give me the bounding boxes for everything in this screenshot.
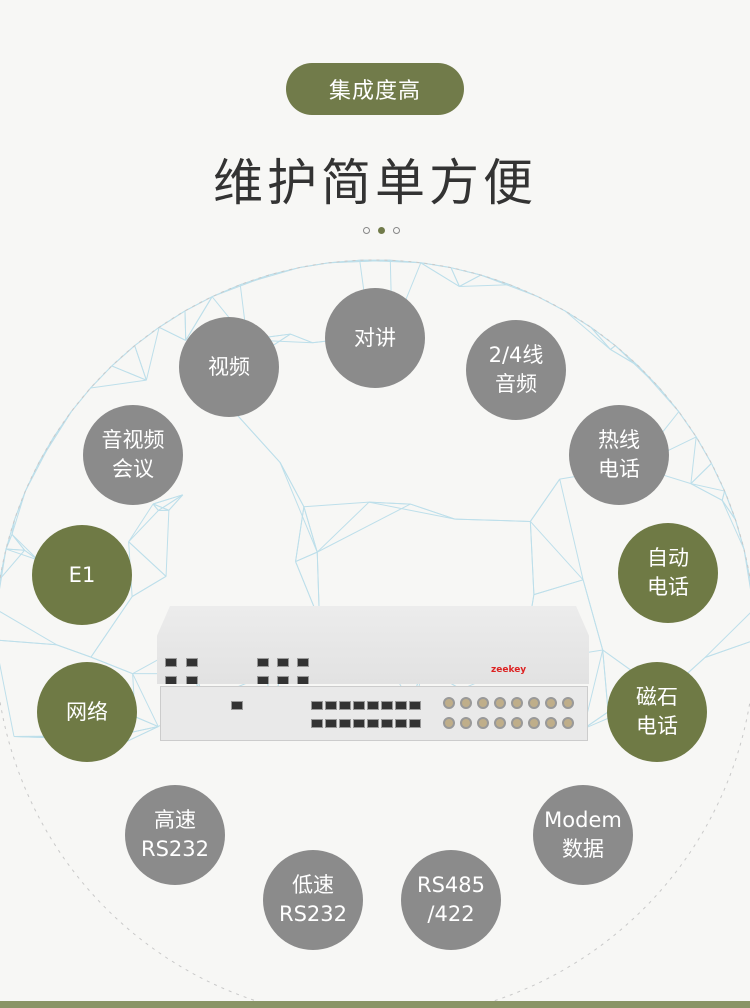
- rj45-port-icon: [353, 701, 365, 710]
- feature-bubble: 热线 电话: [569, 405, 669, 505]
- feature-bubble: E1: [32, 525, 132, 625]
- feature-bubble: 自动 电话: [618, 523, 718, 623]
- feature-bubble: 低速 RS232: [263, 850, 363, 950]
- bnc-connector-icon: [545, 717, 557, 729]
- badge: 集成度高: [286, 63, 464, 115]
- rj45-port-icon: [277, 658, 289, 667]
- device-logo: zeekey: [491, 665, 527, 675]
- rj45-port-icon: [311, 701, 323, 710]
- feature-bubble: 视频: [179, 317, 279, 417]
- pagination-dot[interactable]: [393, 227, 400, 234]
- bnc-connector-icon: [528, 697, 540, 709]
- rj45-port-icon: [339, 701, 351, 710]
- rj45-port-icon: [297, 658, 309, 667]
- bottom-strip: [0, 1001, 750, 1008]
- bnc-connector-icon: [511, 697, 523, 709]
- rj45-port-icon: [409, 701, 421, 710]
- bnc-connector-icon: [494, 717, 506, 729]
- rj45-port-icon: [186, 658, 198, 667]
- rj45-port-icon: [165, 658, 177, 667]
- rj45-port-icon: [395, 701, 407, 710]
- bnc-connector-icon: [443, 697, 455, 709]
- bnc-connector-icon: [562, 697, 574, 709]
- feature-bubble: 对讲: [325, 288, 425, 388]
- feature-bubble: 磁石 电话: [607, 662, 707, 762]
- bnc-connector-icon: [477, 697, 489, 709]
- pagination-dot-active[interactable]: [378, 227, 385, 234]
- bnc-connector-icon: [460, 697, 472, 709]
- bnc-connector-icon: [443, 717, 455, 729]
- rj45-port-icon: [381, 701, 393, 710]
- page-title: 维护简单方便: [213, 154, 537, 212]
- device-chassis-bottom: [160, 686, 588, 741]
- pagination-dot[interactable]: [363, 227, 370, 234]
- rj45-port-icon: [186, 676, 198, 684]
- bnc-connector-icon: [528, 717, 540, 729]
- feature-bubble: RS485 /422: [401, 850, 501, 950]
- rj45-port-icon: [277, 676, 289, 684]
- bnc-connector-icon: [494, 697, 506, 709]
- device-chassis-top: [157, 606, 589, 684]
- feature-bubble: 网络: [37, 662, 137, 762]
- rj45-port-icon: [381, 719, 393, 728]
- feature-bubble: 2/4线 音频: [466, 320, 566, 420]
- rj45-port-icon: [311, 719, 323, 728]
- power-socket-icon: [231, 701, 243, 710]
- rj45-port-icon: [257, 658, 269, 667]
- bnc-connector-icon: [511, 717, 523, 729]
- rj45-port-icon: [165, 676, 177, 684]
- bnc-connector-icon: [477, 717, 489, 729]
- bnc-connector-icon: [460, 717, 472, 729]
- rj45-port-icon: [409, 719, 421, 728]
- bnc-connector-icon: [545, 697, 557, 709]
- rj45-port-icon: [353, 719, 365, 728]
- pagination-dots: [363, 227, 400, 234]
- rj45-port-icon: [339, 719, 351, 728]
- rj45-port-icon: [325, 719, 337, 728]
- feature-bubble: Modem 数据: [533, 785, 633, 885]
- feature-bubble: 高速 RS232: [125, 785, 225, 885]
- bnc-connector-icon: [562, 717, 574, 729]
- feature-bubble: 音视频 会议: [83, 405, 183, 505]
- rj45-port-icon: [257, 676, 269, 684]
- rj45-port-icon: [367, 719, 379, 728]
- rj45-port-icon: [395, 719, 407, 728]
- rj45-port-icon: [325, 701, 337, 710]
- rj45-port-icon: [297, 676, 309, 684]
- rj45-port-icon: [367, 701, 379, 710]
